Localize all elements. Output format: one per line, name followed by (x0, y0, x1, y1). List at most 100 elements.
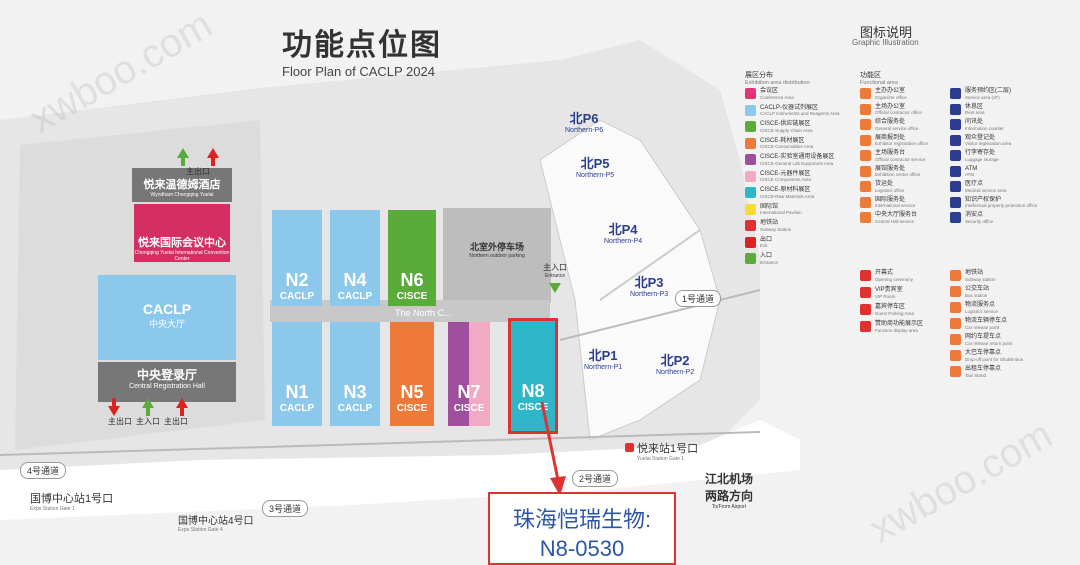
legend-icon-swatch-icon (950, 165, 961, 177)
legend-function-swatch-icon (860, 88, 871, 99)
legend-area-swatch-icon (745, 236, 756, 248)
hall-n4-sub: CACLP (337, 291, 373, 302)
parking-p3[interactable]: 北P3 Northern-P3 (630, 275, 669, 298)
road-4: 4号通道 (20, 462, 67, 479)
corridor-label: The North C... (395, 308, 452, 318)
legend-area-label: 出口 (760, 236, 773, 243)
expo-station-4[interactable]: 国博中心站4号口 Expo Station Gate 4 (178, 516, 254, 533)
expo-station-1[interactable]: 国博中心站1号口 Expo Station Gate 1 (30, 493, 114, 512)
hall-n2-code: N2 (285, 270, 309, 290)
legend-area-swatch-icon (745, 154, 756, 165)
hall-n5-sub: CISCE (396, 403, 428, 414)
legend-icon-label: 知识产权保护 (965, 196, 1002, 203)
legend-area-label-en: CISCE-Raw Materials Area (760, 193, 815, 199)
yuelai-station[interactable]: 悦来站1号口 Yuelai Station Gate 1 (625, 440, 698, 462)
hall-n6[interactable]: N6 CISCE (388, 210, 436, 306)
hall-n7[interactable]: N7 CISCE (448, 322, 490, 426)
legend-area-swatch-icon (745, 137, 756, 149)
legend-icon-label-en: Luggage storage (965, 156, 999, 162)
legend-area-swatch-icon (745, 203, 756, 215)
hall-n5[interactable]: N5 CISCE (390, 322, 434, 426)
legend-subtitle: Graphic Illustration (852, 38, 919, 47)
booth-pointer-arrow (540, 401, 566, 496)
convention-center[interactable]: 悦来国际会议中心 Chongqing Yuelai International … (134, 204, 230, 262)
road-3: 3号通道 (262, 500, 309, 517)
top-entrance-exit[interactable]: 主出口 (168, 148, 228, 177)
booth-number: N8-0530 (539, 536, 625, 561)
legend-area-label-en: CISCE Components Area (760, 177, 812, 183)
entrance-arrow-icon (177, 148, 189, 158)
road-1: 1号通道 (675, 290, 722, 307)
legend-function-label: 主办办公室 (875, 88, 906, 94)
legend-area-label-en: CISCE-Consumables Area (760, 144, 814, 150)
side-entrance[interactable]: 主入口 Entrance (535, 262, 575, 293)
hall-n5-code: N5 (400, 382, 424, 402)
hall-n6-code: N6 (400, 270, 424, 290)
legend-service-r-label: 网约车提车点 (965, 334, 1002, 340)
legend-service-swatch-icon (860, 321, 871, 332)
legend-service-swatch-icon (860, 304, 871, 315)
central-hall-name: CACLP (142, 301, 192, 317)
parking-p1[interactable]: 北P1 Northern-P1 (584, 348, 623, 371)
central-hall[interactable]: CACLP 中央大厅 (98, 275, 236, 360)
hotel-building[interactable]: 悦来温德姆酒店 Wyndham Chongqing Yuelai (132, 168, 232, 202)
hall-n3[interactable]: N3 CACLP (330, 322, 380, 426)
parking-p5[interactable]: 北P5 Northern-P5 (576, 156, 615, 179)
hall-n7-code: N7 (457, 382, 481, 402)
legend-area-label-en: Exit (760, 243, 768, 249)
legend-area-label: 国际馆 (760, 203, 779, 210)
parking-p4[interactable]: 北P4 Northern-P4 (604, 222, 643, 245)
legend-area-label-en: International Pavilion (760, 210, 802, 216)
legend-function-label: 展馆服务处 (875, 165, 906, 172)
hall-n4[interactable]: N4 CACLP (330, 210, 380, 306)
legend-function-label: 货运处 (875, 181, 894, 187)
parking-p2[interactable]: 北P2 Northern-P2 (656, 353, 695, 376)
legend-area-swatch-icon (745, 170, 756, 182)
legend-icon-label-en: Rest area (965, 110, 985, 116)
legend-area-label-en: Subway Station (760, 226, 792, 232)
airport-direction: 江北机场 两路方向 To/From Airport (705, 472, 754, 510)
road-2: 2号通道 (572, 470, 619, 487)
hall-n7-sub: CISCE (453, 403, 485, 414)
legend-area-label: CISCE-实验室通用设备展区 (760, 154, 835, 160)
legend-icon-label: 问讯处 (965, 119, 984, 125)
legend-area-label: CACLP-仪器试剂展区 (760, 104, 819, 111)
bottom-left-exit[interactable]: 主出口 主入口 主出口 (108, 398, 188, 427)
exit-arrow-icon (176, 398, 188, 408)
north-outdoor-parking[interactable]: 北室外停车场 Northern outdoor parking (443, 240, 551, 259)
legend-function-swatch-icon (860, 134, 871, 146)
legend-icon-label-en: Medical service area (965, 187, 1007, 193)
registration-hall[interactable]: 中央登录厅 Central Registration Hall (98, 362, 236, 402)
legend-service-r-label: 出租车停靠点 (965, 366, 1002, 372)
subway-icon (625, 443, 634, 452)
parking-p6[interactable]: 北P6 Northern-P6 (565, 111, 604, 134)
hall-n2[interactable]: N2 CACLP (272, 210, 322, 306)
hall-n8[interactable]: N8 CISCE (508, 318, 558, 434)
exit-arrow-icon (108, 406, 120, 416)
legend-function-label-en: Organizer office (875, 94, 907, 100)
legend-function-label-en: General service office (875, 125, 919, 131)
legend-service-r-label-en: Car release point (965, 324, 1000, 330)
legend-service-label: 嘉宾停车区 (875, 304, 906, 310)
legend-service-r-swatch-icon (950, 318, 961, 329)
hall-n1[interactable]: N1 CACLP (272, 322, 322, 426)
legend-icon-label-en: ATM (965, 172, 975, 178)
legend-function-swatch-icon (860, 150, 871, 161)
